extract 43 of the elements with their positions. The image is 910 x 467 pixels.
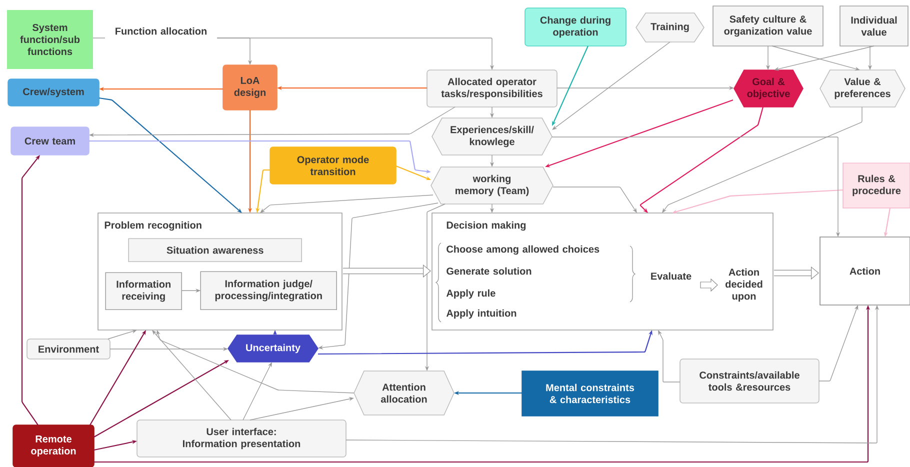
factor-box: Constraints/available tools &resources xyxy=(680,358,820,404)
factor-box: Rules & procedure xyxy=(842,162,910,208)
source-box: Remote operation xyxy=(12,424,94,467)
arrow xyxy=(21,155,40,426)
arrow xyxy=(662,106,862,213)
factor-box: Allocated operator tasks/responsibilities xyxy=(426,70,558,108)
factor-box: Mental constraints & characteristics xyxy=(522,370,658,416)
process-box: Information judge/ processing/integration xyxy=(200,271,337,310)
hexagon-box: Goal & objective xyxy=(734,70,804,108)
factor-box: Crew team xyxy=(10,126,90,156)
factor-box: Crew/system xyxy=(8,78,100,106)
arrow xyxy=(98,97,242,213)
factor-box: Individual value xyxy=(840,6,908,46)
design-box: LoA design xyxy=(222,64,278,110)
process-box: Information receiving xyxy=(105,272,182,310)
arrow xyxy=(152,330,232,420)
text-label: Function allocation xyxy=(116,27,206,35)
function-box: System function/sub functions xyxy=(7,10,93,69)
transition-box: Operator mode transition xyxy=(270,146,396,184)
action-box: Action xyxy=(820,236,910,306)
arrow xyxy=(552,186,637,213)
factor-box: Safety culture & organization value xyxy=(712,6,824,46)
hexagon-box: Uncertainty xyxy=(228,334,318,362)
arrow xyxy=(260,194,434,213)
interface-box: User interface: Information presentation xyxy=(136,420,346,458)
factor-box: Environment xyxy=(26,338,110,360)
hexagon-box: Value & preferences xyxy=(820,70,906,108)
list-item: Choose among allowed choices xyxy=(446,245,600,255)
hexagon-box: Training xyxy=(636,12,704,42)
arrow xyxy=(640,106,764,213)
hexagon-box: working memory (Team) xyxy=(430,166,554,204)
hexagon-box: Experiences/skill/ knowlege xyxy=(432,118,552,156)
panel-heading: Decision making xyxy=(446,221,526,231)
step-label: Evaluate xyxy=(651,272,692,280)
factor-box: Change during operation xyxy=(524,8,626,46)
panel-heading: Problem recognition xyxy=(104,221,202,231)
list-item: Apply intuition xyxy=(446,309,516,319)
arrow xyxy=(552,42,670,130)
hexagon-box: Attention allocation xyxy=(354,370,454,416)
process-box: Situation awareness xyxy=(128,238,302,262)
step-label: Action decided upon xyxy=(726,268,762,302)
list-item: Generate solution xyxy=(446,267,532,275)
list-item: Apply rule xyxy=(446,289,496,299)
